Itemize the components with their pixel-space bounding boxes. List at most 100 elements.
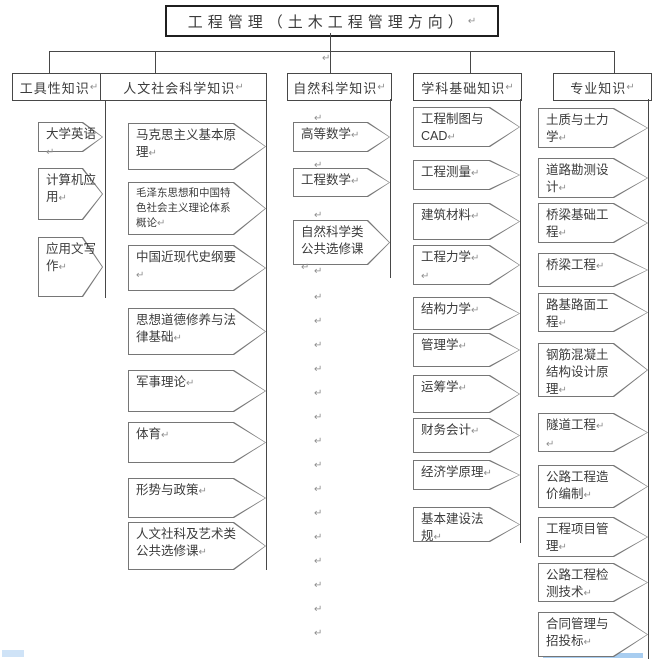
course-label: 工程数学 xyxy=(301,173,352,187)
course-node[interactable]: 应用文写作↵ xyxy=(38,237,103,297)
course-node[interactable]: 钢筋混凝土结构设计原理↵ xyxy=(538,343,648,397)
category-label: 专业知识 xyxy=(570,80,627,96)
course-label: 结构力学 xyxy=(421,302,472,316)
course-node-fill xyxy=(129,309,265,354)
course-node[interactable]: 合同管理与招投标↵ xyxy=(538,612,648,657)
paragraph-mark-icon: ↵ xyxy=(314,484,323,495)
paragraph-mark-icon: ↵ xyxy=(314,460,323,471)
course-node[interactable]: 道路勘测设计↵ xyxy=(538,158,648,198)
course-node[interactable]: 运筹学↵ xyxy=(413,375,520,413)
paragraph-mark-icon: ↵ xyxy=(314,340,323,351)
category-label: 工具性知识 xyxy=(19,80,90,96)
course-node[interactable]: 公路工程检测技术↵ xyxy=(538,563,648,602)
course-label: 桥梁基础工程 xyxy=(546,208,609,239)
course-node[interactable]: 建筑材料↵ xyxy=(413,203,520,240)
course-node[interactable]: 工程制图与CAD↵ xyxy=(413,107,520,147)
paragraph-mark-icon: ↵ xyxy=(458,341,467,352)
course-node-text: 中国近现代史纲要↵ xyxy=(136,249,236,284)
paragraph-mark-icon: ↵ xyxy=(558,183,567,194)
course-node[interactable]: 高等数学↵ xyxy=(293,122,390,152)
course-node[interactable]: 大学英语↵ xyxy=(38,122,103,158)
course-node-text: 桥梁工程↵ xyxy=(546,257,616,275)
category-node-1[interactable]: 工具性知识↵ xyxy=(12,73,106,101)
course-node[interactable]: 计算机应用↵ xyxy=(38,168,103,220)
course-label: 自然科学类公共选修课 xyxy=(301,225,364,256)
course-label: 中国近现代史纲要 xyxy=(136,250,237,264)
course-node[interactable]: 管理学↵ xyxy=(413,333,520,367)
course-node[interactable]: 路基路面工程↵ xyxy=(538,293,648,332)
paragraph-mark-icon: ↵ xyxy=(198,486,207,497)
paragraph-mark-icon: ↵ xyxy=(314,580,323,591)
course-label: 财务会计 xyxy=(421,423,472,437)
course-node[interactable]: 体育↵ xyxy=(128,422,266,463)
course-node[interactable]: 思想道德修养与法律基础↵ xyxy=(128,308,266,355)
course-node-text: 自然科学类公共选修课 ↵ xyxy=(301,224,370,276)
course-node[interactable]: 桥梁工程↵ xyxy=(538,253,648,287)
course-node[interactable]: 经济学原理↵ xyxy=(413,460,520,490)
course-node-fill xyxy=(129,124,265,169)
course-label: 运筹学 xyxy=(421,380,459,394)
course-node-fill xyxy=(294,221,389,264)
course-node[interactable]: 毛泽东思想和中国特色社会主义理论体系概论↵ xyxy=(128,182,266,235)
course-node[interactable]: 军事理论↵ xyxy=(128,370,266,412)
course-label: 形势与政策 xyxy=(136,483,199,497)
category-node-3[interactable]: 自然科学知识↵ xyxy=(287,73,392,101)
paragraph-mark-icon: ↵ xyxy=(558,228,567,239)
root-node[interactable]: 工程管理（土木工程管理方向）↵ xyxy=(165,5,499,37)
course-node[interactable]: 马克思主义基本原理↵ xyxy=(128,123,266,170)
course-label: 基本建设法规 xyxy=(421,512,484,543)
course-node[interactable]: 工程项目管理↵ xyxy=(538,517,648,557)
paragraph-mark-icon: ↵ xyxy=(314,556,323,567)
course-node[interactable]: 工程数学↵ xyxy=(293,168,390,197)
paragraph-mark-icon: ↵ xyxy=(301,262,310,273)
connector-branch-drop xyxy=(155,51,156,73)
paragraph-mark-icon: ↵ xyxy=(89,81,99,93)
category-node-2[interactable]: 人文社会科学知识↵ xyxy=(100,73,267,101)
course-node[interactable]: 结构力学↵ xyxy=(413,297,520,330)
connector-column-rail xyxy=(390,99,391,278)
course-node[interactable]: 自然科学类公共选修课 ↵ xyxy=(293,220,390,273)
paragraph-mark-icon: ↵ xyxy=(583,588,592,599)
course-node[interactable]: 工程力学↵↵ xyxy=(413,245,520,285)
paragraph-mark-icon: ↵ xyxy=(314,316,323,327)
course-node-text: 军事理论↵ xyxy=(136,374,236,392)
course-node-text: 土质与土力学↵ xyxy=(546,112,616,147)
paragraph-mark-icon: ↵ xyxy=(558,542,567,553)
category-node-5[interactable]: 专业知识↵ xyxy=(553,73,652,101)
course-label: 工程项目管理 xyxy=(546,522,609,553)
course-label: 高等数学 xyxy=(301,127,352,141)
course-label: 工程力学 xyxy=(421,250,472,264)
course-node-text: 工程力学↵↵ xyxy=(421,249,492,285)
paragraph-mark-icon: ↵ xyxy=(471,211,480,222)
course-node[interactable]: 土质与土力学↵ xyxy=(538,108,648,148)
paragraph-mark-icon: ↵ xyxy=(471,305,480,316)
course-node[interactable]: 桥梁基础工程↵ xyxy=(538,203,648,243)
course-label: 毛泽东思想和中国特色社会主义理论体系概论 xyxy=(136,187,231,229)
paragraph-mark-icon: ↵ xyxy=(471,253,480,264)
course-node[interactable]: 人文社科及艺术类公共选修课↵ xyxy=(128,522,266,570)
course-label: 土质与土力学 xyxy=(546,113,609,144)
course-node-fill xyxy=(129,246,265,290)
paragraph-mark-icon: ↵ xyxy=(322,53,331,64)
paragraph-mark-icon: ↵ xyxy=(471,168,480,179)
category-label: 自然科学知识 xyxy=(293,80,378,96)
paragraph-mark-icon: ↵ xyxy=(433,532,442,543)
course-label: 军事理论 xyxy=(136,375,187,389)
course-node[interactable]: 中国近现代史纲要↵ xyxy=(128,245,266,291)
course-node[interactable]: 隧道工程↵↵ xyxy=(538,413,648,452)
course-node[interactable]: 财务会计↵ xyxy=(413,418,520,453)
course-node-fill xyxy=(294,169,389,196)
paragraph-mark-icon: ↵ xyxy=(58,262,67,273)
course-node[interactable]: 形势与政策↵ xyxy=(128,478,266,518)
course-node[interactable]: 工程测量↵ xyxy=(413,160,520,190)
course-label: 工程制图与CAD xyxy=(421,112,484,143)
paragraph-mark-icon: ↵ xyxy=(314,364,323,375)
paragraph-mark-icon: ↵ xyxy=(46,147,55,158)
course-node[interactable]: 基本建设法规↵ xyxy=(413,507,520,543)
course-node[interactable]: 公路工程造价编制↵ xyxy=(538,465,648,508)
course-label: 应用文写作 xyxy=(46,242,97,273)
category-node-4[interactable]: 学科基础知识↵ xyxy=(413,73,522,101)
course-node-text: 合同管理与招投标↵ xyxy=(546,616,616,651)
course-label: 工程测量 xyxy=(421,165,472,179)
course-node-text: 工程数学↵ xyxy=(301,172,370,190)
